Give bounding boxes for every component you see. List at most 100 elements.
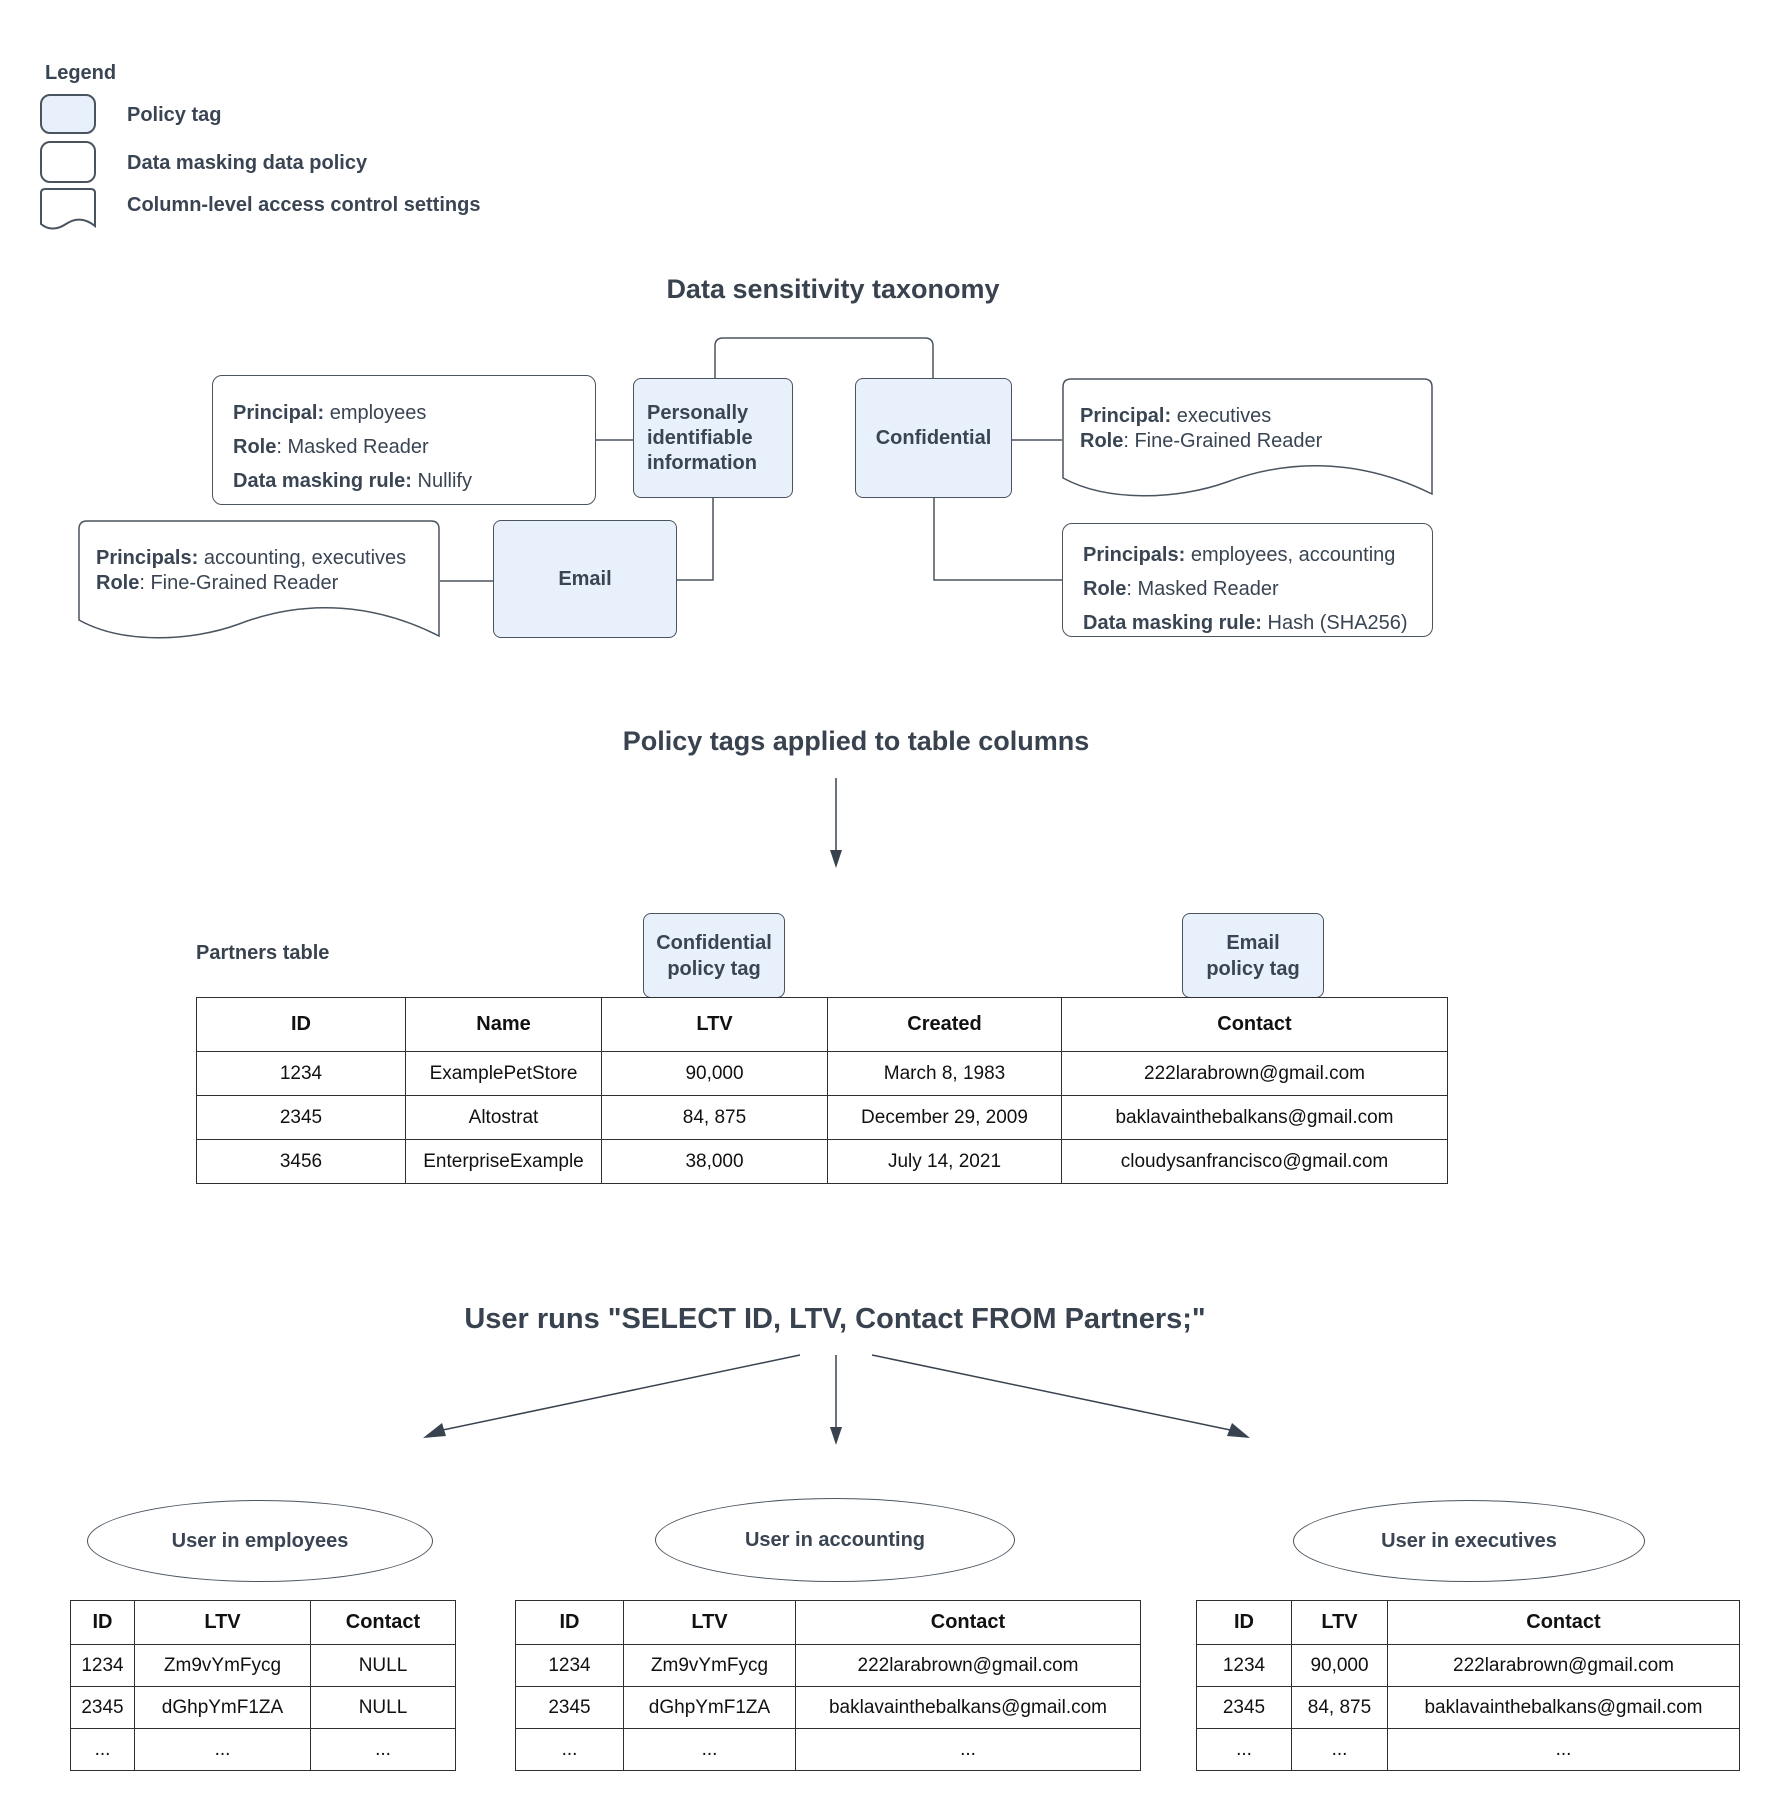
table-cell: 1234 <box>70 1644 135 1687</box>
acl-line: Role: Fine-Grained Reader <box>96 571 440 596</box>
partners-table-label: Partners table <box>196 942 330 964</box>
table-cell: 1234 <box>196 1051 406 1096</box>
table-cell: ExamplePetStore <box>405 1051 602 1096</box>
legend-acl-swatch <box>40 188 96 236</box>
table-cell: dGhpYmF1ZA <box>134 1686 311 1729</box>
acl-line-label: Principals: <box>96 547 199 569</box>
policy-line: Principal: employees <box>233 396 595 430</box>
legend-item-label: Data masking data policy <box>127 152 368 174</box>
policy-line-label: Data masking rule: <box>1083 612 1262 634</box>
policy-line: Principals: employees, accounting <box>1083 538 1432 572</box>
policy-line-value: : Masked Reader <box>1126 578 1279 600</box>
acl-line: Principals: accounting, executives <box>96 546 440 571</box>
chip-line: Confidential <box>656 931 772 954</box>
pii-policy-tag: Personally identifiable information <box>633 378 793 498</box>
policy-line-value: employees <box>324 402 427 424</box>
policy-line-value: : Masked Reader <box>276 436 429 458</box>
acl-line-value: : Fine-Grained Reader <box>1123 430 1323 452</box>
confidential-policy-tag: Confidential <box>855 378 1012 498</box>
acl-line-value: accounting, executives <box>198 547 407 569</box>
table-row: ......... <box>1196 1728 1740 1771</box>
policy-line-label: Principals: <box>1083 544 1186 566</box>
table-cell: 222larabrown@gmail.com <box>1387 1644 1740 1687</box>
table-cell: 222larabrown@gmail.com <box>795 1644 1141 1687</box>
chip-line: policy tag <box>1206 957 1300 980</box>
email-policy-tag: Email <box>493 520 677 638</box>
column-header: ID <box>196 997 406 1052</box>
table-cell: 2345 <box>515 1686 624 1729</box>
column-header: Name <box>405 997 602 1052</box>
document-shape <box>1062 378 1433 497</box>
acl-line-label: Principal: <box>1080 405 1172 427</box>
table-cell: NULL <box>310 1686 456 1729</box>
column-header: Contact <box>1387 1600 1740 1645</box>
table-cell: ... <box>134 1728 311 1771</box>
policy-line-label: Role <box>1083 578 1127 600</box>
table-cell: 90,000 <box>601 1051 828 1096</box>
group-ellipse-accounting: User in accounting <box>655 1498 1015 1582</box>
group-ellipse-executives: User in executives <box>1293 1500 1645 1582</box>
column-header: Contact <box>795 1600 1141 1645</box>
table-cell: 2345 <box>70 1686 135 1729</box>
table-row: ......... <box>515 1728 1141 1771</box>
nullify-data-policy-box: Principal: employees Role: Masked Reader… <box>212 375 596 505</box>
legend-item-label: Policy tag <box>127 104 222 126</box>
table-cell: ... <box>795 1728 1141 1771</box>
table-cell: ... <box>623 1728 796 1771</box>
table-cell: 84, 875 <box>601 1095 828 1140</box>
accounting-acl-doc: Principals: accounting, executives Role:… <box>78 520 440 648</box>
table-cell: Altostrat <box>405 1095 602 1140</box>
table-cell: 90,000 <box>1291 1644 1388 1687</box>
taxonomy-connectors <box>440 337 1062 582</box>
table-cell: EnterpriseExample <box>405 1139 602 1184</box>
table-cell: NULL <box>310 1644 456 1687</box>
acl-line-label: Role <box>1080 430 1124 452</box>
table-cell: cloudysanfrancisco@gmail.com <box>1061 1139 1448 1184</box>
table-cell: 3456 <box>196 1139 406 1184</box>
table-cell: July 14, 2021 <box>827 1139 1062 1184</box>
table-cell: dGhpYmF1ZA <box>623 1686 796 1729</box>
down-arrow <box>830 778 842 868</box>
query-fanout-arrows <box>423 1354 1250 1445</box>
column-header: LTV <box>134 1600 311 1645</box>
column-header: LTV <box>623 1600 796 1645</box>
table-cell: ... <box>1196 1728 1292 1771</box>
table-cell: 38,000 <box>601 1139 828 1184</box>
table-cell: Zm9vYmFycg <box>623 1644 796 1687</box>
policy-line: Data masking rule: Nullify <box>233 464 595 498</box>
legend-title: Legend <box>45 62 117 84</box>
table-cell: 222larabrown@gmail.com <box>1061 1051 1448 1096</box>
table-cell: baklavainthebalkans@gmail.com <box>1061 1095 1448 1140</box>
table-cell: ... <box>1387 1728 1740 1771</box>
table-cell: ... <box>515 1728 624 1771</box>
confidential-policy-tag-chip: Confidential policy tag <box>643 913 785 998</box>
column-header: ID <box>70 1600 135 1645</box>
policy-line-value: Hash (SHA256) <box>1261 612 1408 634</box>
policy-line: Role: Masked Reader <box>1083 572 1432 606</box>
column-header: Contact <box>310 1600 456 1645</box>
document-shape-icon <box>40 188 96 230</box>
policy-line: Data masking rule: Hash (SHA256) <box>1083 606 1432 640</box>
policy-line: Role: Masked Reader <box>233 430 595 464</box>
applied-section-title: Policy tags applied to table columns <box>622 726 1090 756</box>
acl-line: Principal: executives <box>1080 404 1433 429</box>
table-cell: 2345 <box>1196 1686 1292 1729</box>
table-cell: December 29, 2009 <box>827 1095 1062 1140</box>
legend-policy-tag-swatch <box>40 94 96 134</box>
table-cell: ... <box>1291 1728 1388 1771</box>
policy-line-label: Principal: <box>233 402 325 424</box>
acl-line-value: : Fine-Grained Reader <box>139 572 339 594</box>
policy-line-label: Role <box>233 436 277 458</box>
table-cell: 1234 <box>515 1644 624 1687</box>
